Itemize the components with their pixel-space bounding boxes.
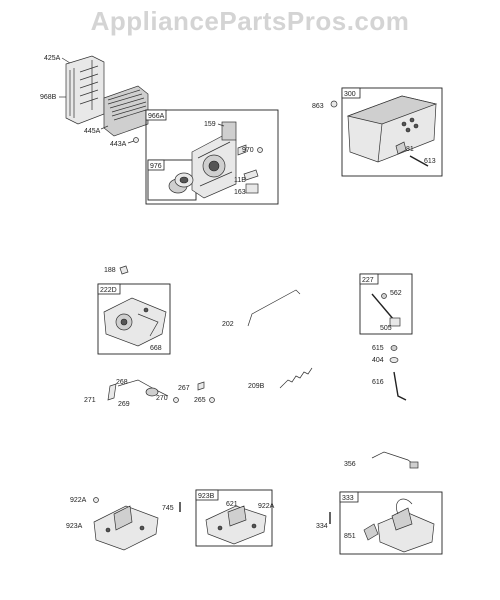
group-box-222D <box>97 283 171 355</box>
part-label-616[interactable]: 616 <box>372 379 384 386</box>
muffler-part[interactable] <box>346 95 438 163</box>
governor-control-part[interactable] <box>103 297 167 347</box>
oil-fill-tube-part[interactable] <box>371 293 401 327</box>
part-label-356[interactable]: 356 <box>344 461 356 468</box>
ignition-armature-part[interactable] <box>377 498 435 553</box>
part-269[interactable] <box>145 387 159 397</box>
part-922A-left[interactable] <box>93 497 99 503</box>
part-label-851[interactable]: 851 <box>344 533 356 540</box>
governor-link-202-part[interactable] <box>247 289 301 327</box>
part-188[interactable] <box>119 265 129 275</box>
part-label-268[interactable]: 268 <box>116 379 128 386</box>
group-label-227[interactable]: 227 <box>362 277 374 284</box>
part-863[interactable] <box>330 100 338 108</box>
group-tag-222D[interactable] <box>97 283 121 295</box>
part-label-269[interactable]: 269 <box>118 401 130 408</box>
group-label-222D[interactable]: 222D <box>100 287 117 294</box>
part-label-209B[interactable]: 209B <box>248 383 265 390</box>
carburetor-body-part[interactable] <box>191 121 237 199</box>
part-label-267[interactable]: 267 <box>178 385 190 392</box>
part-label-443A[interactable]: 443A <box>110 141 127 148</box>
group-box-300 <box>341 87 443 177</box>
group-box-923B <box>195 489 273 547</box>
part-label-270[interactable]: 270 <box>156 395 168 402</box>
spring-268-part[interactable] <box>117 379 169 397</box>
part-615[interactable] <box>390 345 398 351</box>
part-270[interactable] <box>173 397 179 403</box>
dipstick-616-part[interactable] <box>393 371 407 401</box>
group-label-300[interactable]: 300 <box>344 91 356 98</box>
part-163[interactable] <box>245 183 259 194</box>
part-label-11B[interactable]: 11B <box>234 177 246 184</box>
part-label-970[interactable]: 970 <box>242 147 254 154</box>
part-label-445A[interactable]: 445A <box>84 128 101 135</box>
group-box-227 <box>359 273 413 335</box>
part-11B[interactable] <box>243 169 259 181</box>
part-267[interactable] <box>197 381 205 391</box>
filter-element-976-part[interactable] <box>168 172 194 194</box>
part-265[interactable] <box>209 397 215 403</box>
part-label-863[interactable]: 863 <box>312 103 324 110</box>
part-label-271[interactable]: 271 <box>84 397 96 404</box>
control-bracket-923B-part[interactable] <box>205 505 267 545</box>
gasket-970-part[interactable] <box>237 144 247 156</box>
part-label-202[interactable]: 202 <box>222 321 234 328</box>
spring-209B-part[interactable] <box>279 367 313 389</box>
group-label-966A[interactable]: 966A <box>148 113 165 120</box>
part-label-613[interactable]: 613 <box>424 158 436 165</box>
group-tag-966A[interactable] <box>145 109 167 121</box>
part-label-922A-mid[interactable]: 922A <box>258 503 275 510</box>
part-label-159[interactable]: 159 <box>204 121 216 128</box>
group-tag-300[interactable] <box>341 87 361 99</box>
part-label-334[interactable]: 334 <box>316 523 328 530</box>
group-tag-333[interactable] <box>339 491 359 503</box>
part-label-668[interactable]: 668 <box>150 345 162 352</box>
clip-part[interactable] <box>133 137 139 143</box>
air-cleaner-cover-part[interactable] <box>65 55 105 125</box>
part-851[interactable] <box>363 523 379 541</box>
bracket-923A-part[interactable] <box>93 505 159 551</box>
screw-970-part[interactable] <box>257 147 263 153</box>
group-tag-923B[interactable] <box>195 489 219 501</box>
group-label-333[interactable]: 333 <box>342 495 354 502</box>
part-label-265[interactable]: 265 <box>194 397 206 404</box>
connector-356-part[interactable] <box>409 461 419 469</box>
part-label-404[interactable]: 404 <box>372 357 384 364</box>
group-label-976[interactable]: 976 <box>150 163 162 170</box>
part-271[interactable] <box>107 383 117 401</box>
part-label-745[interactable]: 745 <box>162 505 174 512</box>
screw-613-part[interactable] <box>409 155 429 167</box>
group-tag-227[interactable] <box>359 273 379 285</box>
group-box-333 <box>339 491 443 555</box>
part-label-968B[interactable]: 968B <box>40 94 57 101</box>
wire-356-part[interactable] <box>371 451 417 467</box>
part-label-425A[interactable]: 425A <box>44 55 61 62</box>
group-tag-976[interactable] <box>147 159 165 171</box>
part-81[interactable] <box>395 141 407 155</box>
site-watermark: AppliancePartsPros.com <box>91 6 410 36</box>
part-562[interactable] <box>381 293 387 299</box>
part-label-505[interactable]: 505 <box>380 325 392 332</box>
part-label-188[interactable]: 188 <box>104 267 116 274</box>
part-label-922A-left[interactable]: 922A <box>70 497 87 504</box>
part-label-615[interactable]: 615 <box>372 345 384 352</box>
part-label-163[interactable]: 163 <box>234 189 246 196</box>
part-label-923A[interactable]: 923A <box>66 523 83 530</box>
group-box-966A <box>145 109 279 205</box>
air-filter-part[interactable] <box>103 85 149 137</box>
group-label-923B[interactable]: 923B <box>198 493 215 500</box>
part-label-621[interactable]: 621 <box>226 501 238 508</box>
part-label-81[interactable]: 81 <box>406 146 414 153</box>
part-404[interactable] <box>389 357 399 363</box>
part-label-562[interactable]: 562 <box>390 290 402 297</box>
